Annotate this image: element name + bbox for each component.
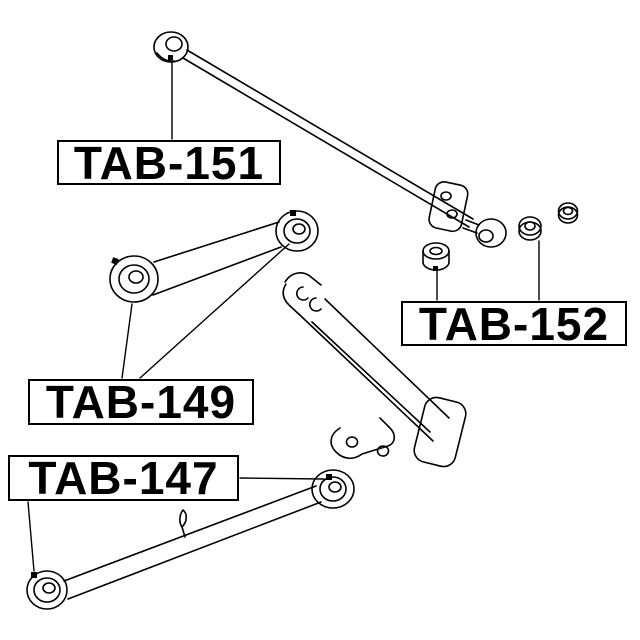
part-label-tab-152: TAB-152 — [401, 301, 627, 347]
part-label-tab-149: TAB-149 — [28, 379, 254, 425]
nut-washer — [557, 202, 579, 224]
part-label-tab-147: TAB-147 — [8, 455, 239, 501]
leader-line-tab-147-right — [239, 477, 325, 480]
leader-line-tab-147-left — [27, 501, 35, 572]
upper-control-arm — [109, 210, 319, 303]
part-label-tab-151: TAB-151 — [57, 140, 281, 186]
axle-beam — [282, 272, 467, 468]
lower-control-arm — [26, 469, 355, 610]
lateral-rod-rear-bushing — [475, 218, 507, 248]
lateral-rod-front-bushing — [153, 31, 189, 63]
leader-line-tab-149-right — [139, 243, 290, 379]
lateral-rod-body — [182, 49, 480, 234]
rod-bracket — [428, 181, 469, 233]
leader-lines — [27, 61, 540, 572]
collar-washer — [518, 216, 542, 241]
leader-line-tab-149-left — [121, 303, 133, 379]
arm-bushing-small — [422, 242, 450, 271]
